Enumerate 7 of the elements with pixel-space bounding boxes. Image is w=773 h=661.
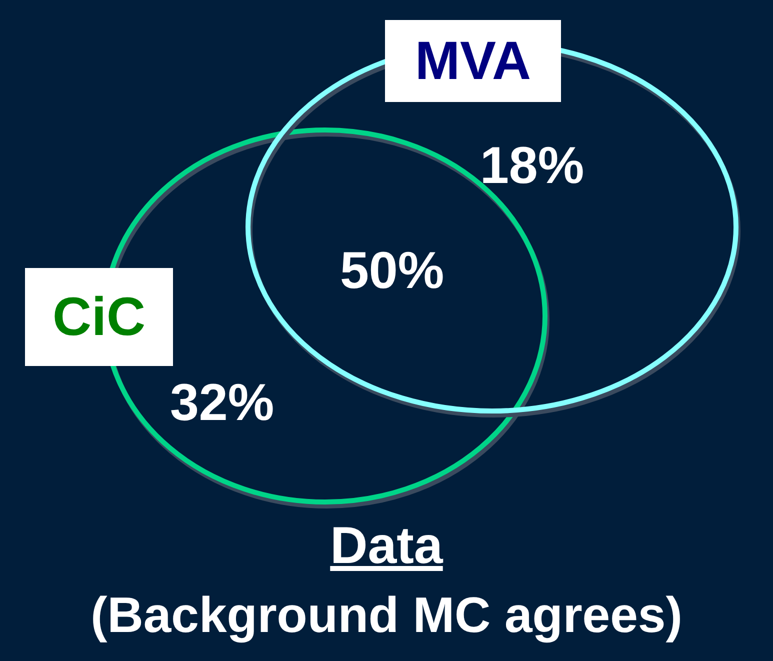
percentage-label: 32% [170,377,274,429]
percentage-label: 18% [480,140,584,192]
set-label: MVA [385,20,561,102]
title: Data [330,517,443,575]
caption: (Background MC agrees) [90,587,682,643]
percentage-label: 50% [340,245,444,297]
set-label: CiC [25,268,173,366]
